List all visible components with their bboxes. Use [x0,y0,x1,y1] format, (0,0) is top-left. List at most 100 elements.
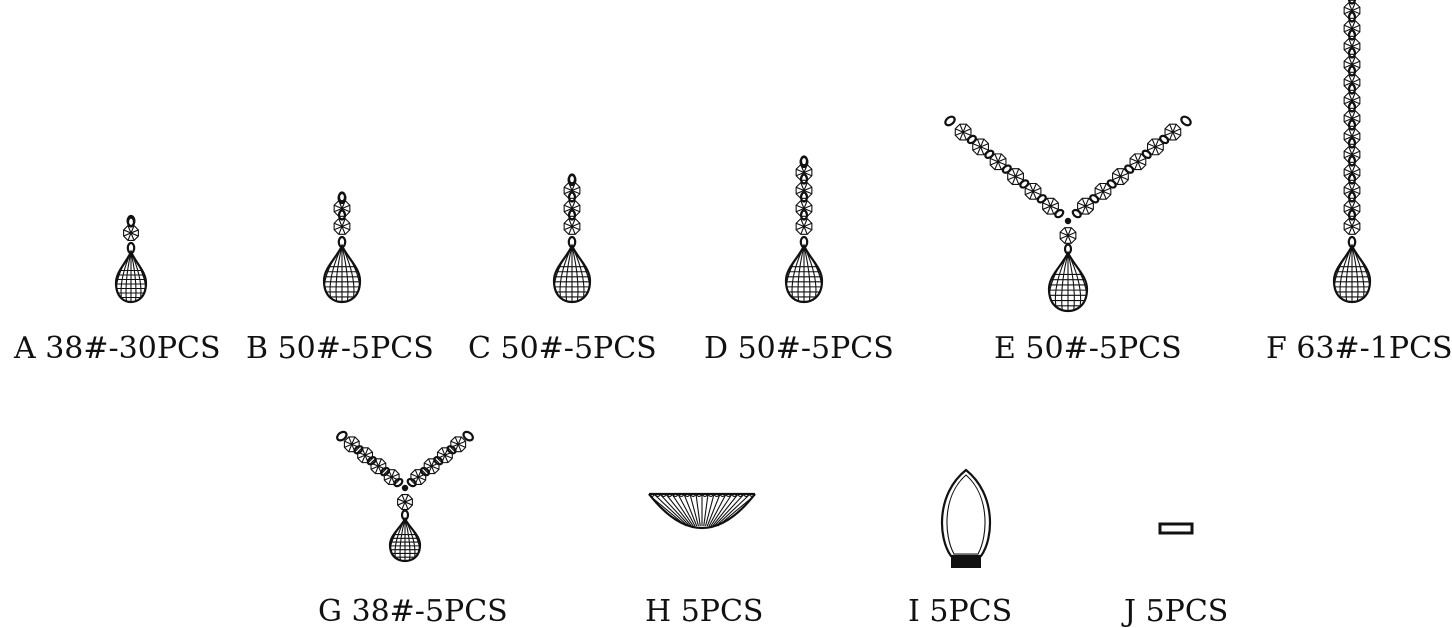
octagon-bead [1343,38,1361,55]
teardrop-pendant [114,249,148,304]
label-part-e: E 50#-5PCS [994,331,1182,366]
octagon-bead [1343,2,1361,19]
part-b-drawing [322,191,362,304]
octagon-bead [563,218,581,235]
octagon-bead [1343,110,1361,127]
hanging-loop [567,173,577,187]
teardrop-pendant [784,243,824,304]
chain-link [944,115,956,127]
octagon-bead [1343,164,1361,181]
chain-link [1036,194,1047,204]
hanging-loop [799,155,809,169]
octagon-bead [123,225,139,241]
chain-link [1001,164,1012,174]
octagon-bead [450,436,467,453]
part-i-drawing [940,468,992,568]
hanging-loop [337,191,347,205]
octagon-bead [1343,200,1361,217]
chain-link [1141,149,1152,160]
chain-link [1124,164,1135,174]
chain-link [1054,208,1065,219]
octagon-bead [370,458,387,475]
octagon-bead [333,218,351,235]
chain-link [393,477,404,488]
octagon-bead [1343,128,1361,145]
label-part-c: C 50#-5PCS [468,331,657,366]
part-g-drawing [336,430,474,563]
teardrop-pendant [552,243,592,304]
part-e-drawing [944,115,1192,313]
chain-hub [401,484,409,492]
octagon-bead [795,218,813,235]
octagon-bead [1094,182,1112,200]
chain-link [567,235,577,249]
chain-hub [1064,217,1072,225]
chain-link [1089,194,1100,204]
teardrop-pendant [322,243,362,304]
octagon-bead [1164,123,1182,141]
octagon-bead [397,494,413,510]
octagon-bead [410,469,427,486]
part-a-drawing [114,214,148,304]
octagon-bead [1343,92,1361,109]
part-h-drawing [648,492,756,529]
octagon-bead [1343,20,1361,37]
octagon-bead [423,458,440,475]
chain-link [1159,134,1170,145]
octagon-bead [1059,227,1077,244]
chain-link [353,445,364,455]
chain-link [1347,0,1357,5]
octagon-bead [1343,146,1361,163]
label-part-b: B 50#-5PCS [246,331,434,366]
octagon-bead [795,200,813,217]
label-part-g: G 38#-5PCS [318,594,508,628]
octagon-bead [954,123,972,141]
octagon-bead [357,447,374,464]
teardrop-pendant [388,516,422,563]
part-c-drawing [552,173,592,304]
chain-link [433,456,444,466]
part-f-drawing [1332,0,1372,304]
chain-link [1347,235,1357,249]
label-part-i: I 5PCS [908,594,1012,628]
octagon-bead [1343,74,1361,91]
chain-link [446,445,457,455]
chain-link [462,430,474,442]
chain-link [799,235,809,249]
octagon-bead [972,138,990,156]
octagon-bead [1343,56,1361,73]
chain-link [366,456,377,466]
hanging-loop [126,214,136,228]
part-j-drawing [1158,522,1194,535]
label-part-h: H 5PCS [645,594,763,628]
label-part-f: F 63#-1PCS [1266,331,1452,366]
chain-link [1019,179,1030,189]
chain-link [406,477,417,488]
chain-link [984,149,995,160]
octagon-bead [343,436,360,453]
chain-link [419,466,430,477]
chain-link [336,430,348,442]
chain-link [126,241,136,255]
chain-link [966,134,977,145]
sleeve-base-band [951,556,981,568]
teardrop-pendant [1047,250,1089,313]
octagon-bead [795,182,813,199]
octagon-bead [1343,218,1361,235]
octagon-bead [383,469,400,486]
label-part-j: J 5PCS [1121,594,1228,628]
chain-link [1180,115,1192,127]
octagon-bead [1343,182,1361,199]
chain-link [1071,208,1082,219]
label-part-d: D 50#-5PCS [704,331,894,366]
octagon-bead [436,447,453,464]
label-part-a: A 38#-30PCS [13,331,221,366]
chain-link [1106,179,1117,189]
teardrop-pendant [1332,243,1372,304]
octagon-bead [563,200,581,217]
part-d-drawing [784,155,824,304]
chain-link [380,466,391,477]
chain-link [337,235,347,249]
part-drawings [114,0,1372,568]
